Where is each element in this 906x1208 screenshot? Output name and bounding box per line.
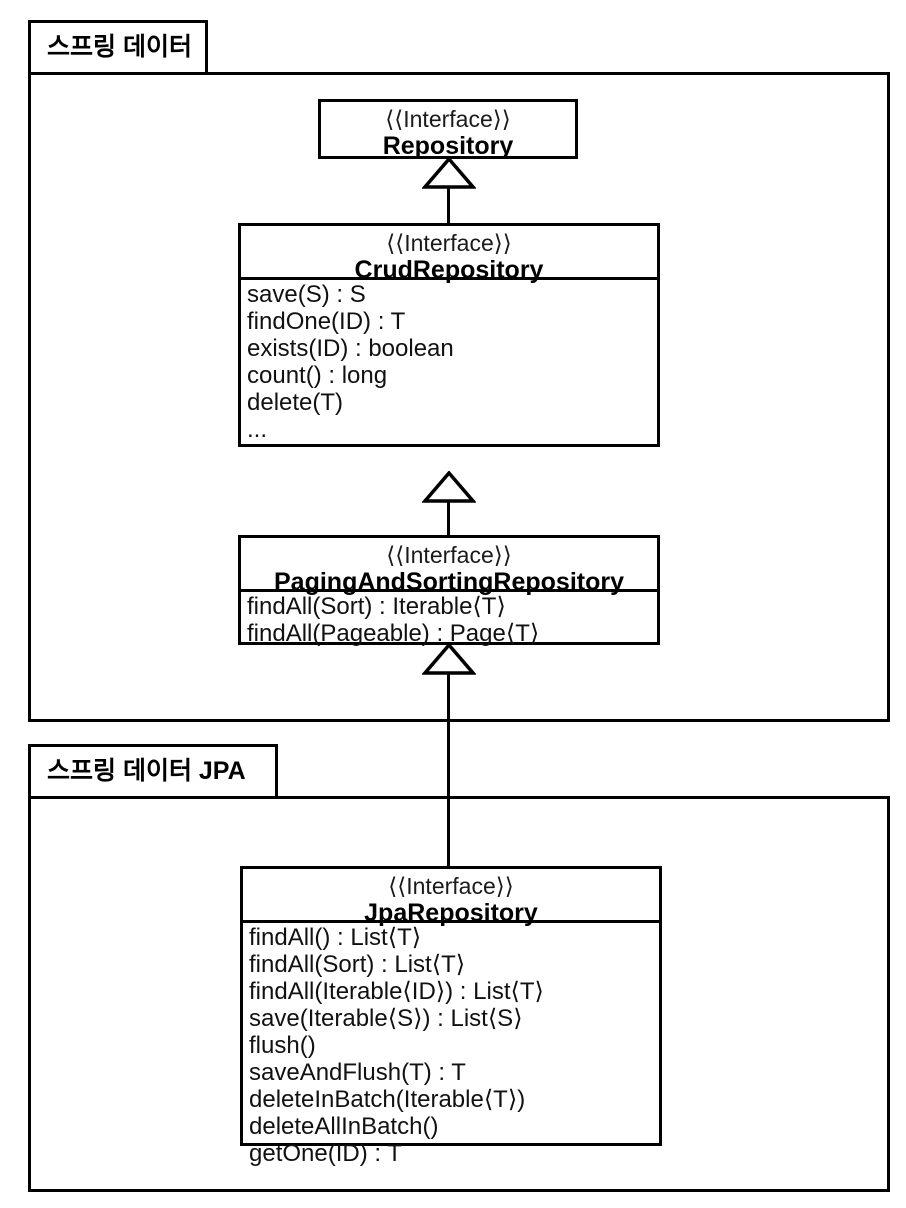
member-item: flush() xyxy=(249,1032,316,1059)
generalization-line-crud-to-repository xyxy=(446,186,450,224)
package-spring-data-jpa-tab: 스프링 데이터 JPA xyxy=(28,744,278,799)
package-spring-data-tab: 스프링 데이터 xyxy=(28,20,208,75)
class-name-crud-repository: CrudRepository xyxy=(354,256,544,284)
package-spring-data-label: 스프링 데이터 xyxy=(47,33,192,61)
generalization-arrow-jpa-to-paging xyxy=(422,643,476,675)
class-box-crud-repository[interactable]: ⟨⟨Interface⟩⟩ CrudRepository save(S) : S… xyxy=(238,223,660,447)
member-item: findAll(Pageable) : Page⟨T⟩ xyxy=(247,620,540,647)
member-item: deleteAllInBatch() xyxy=(249,1113,439,1140)
class-name-jpa-repository: JpaRepository xyxy=(364,899,538,927)
stereotype-label-crud-repository: ⟨⟨Interface⟩⟩ xyxy=(386,230,512,256)
member-item: findAll(Sort) : List⟨T⟩ xyxy=(249,951,466,978)
member-item: findOne(ID) : T xyxy=(247,308,406,335)
class-box-repository[interactable]: ⟨⟨Interface⟩⟩ Repository xyxy=(318,99,578,162)
member-item: findAll(Sort) : Iterable⟨T⟩ xyxy=(247,593,506,620)
member-item: save(S) : S xyxy=(247,281,366,308)
member-item: saveAndFlush(T) : T xyxy=(249,1059,466,1086)
class-header-repository: ⟨⟨Interface⟩⟩ Repository xyxy=(321,102,575,162)
member-item: save(Iterable⟨S⟩) : List⟨S⟩ xyxy=(249,1005,523,1032)
stereotype-label-jpa-repository: ⟨⟨Interface⟩⟩ xyxy=(388,873,514,899)
package-spring-data-jpa-label: 스프링 데이터 JPA xyxy=(47,757,246,785)
class-header-jpa-repository: ⟨⟨Interface⟩⟩ JpaRepository xyxy=(243,869,659,927)
member-item: ... xyxy=(247,416,268,443)
class-members-jpa-repository: findAll() : List⟨T⟩ findAll(Sort) : List… xyxy=(243,923,659,1169)
stereotype-label-paging-and-sorting-repository: ⟨⟨Interface⟩⟩ xyxy=(386,542,512,568)
generalization-line-jpa-to-paging xyxy=(446,672,450,868)
class-header-paging-and-sorting-repository: ⟨⟨Interface⟩⟩ PagingAndSortingRepository xyxy=(241,538,657,596)
class-box-jpa-repository[interactable]: ⟨⟨Interface⟩⟩ JpaRepository findAll() : … xyxy=(240,866,662,1167)
member-item: count() : long xyxy=(247,362,388,389)
member-item: exists(ID) : boolean xyxy=(247,335,454,362)
package-spring-data-jpa-body xyxy=(28,796,890,1192)
class-box-paging-and-sorting-repository[interactable]: ⟨⟨Interface⟩⟩ PagingAndSortingRepository… xyxy=(238,535,660,647)
class-name-repository: Repository xyxy=(382,132,514,160)
package-spring-data-body xyxy=(28,72,890,722)
generalization-arrow-crud-to-repository xyxy=(422,157,476,189)
member-item: delete(T) xyxy=(247,389,344,416)
class-members-paging-and-sorting-repository: findAll(Sort) : Iterable⟨T⟩ findAll(Page… xyxy=(241,592,657,649)
stereotype-label-repository: ⟨⟨Interface⟩⟩ xyxy=(385,106,511,132)
class-members-crud-repository: save(S) : S findOne(ID) : T exists(ID) :… xyxy=(241,280,657,445)
generalization-line-paging-to-crud xyxy=(446,500,450,538)
class-name-paging-and-sorting-repository: PagingAndSortingRepository xyxy=(274,568,624,596)
member-item: getOne(ID) : T xyxy=(249,1140,402,1167)
member-item: deleteInBatch(Iterable⟨T⟩) xyxy=(249,1086,526,1113)
class-header-crud-repository: ⟨⟨Interface⟩⟩ CrudRepository xyxy=(241,226,657,284)
member-item: findAll(Iterable⟨ID⟩) : List⟨T⟩ xyxy=(249,978,544,1005)
generalization-arrow-paging-to-crud xyxy=(422,471,476,503)
member-item: findAll() : List⟨T⟩ xyxy=(249,924,422,951)
